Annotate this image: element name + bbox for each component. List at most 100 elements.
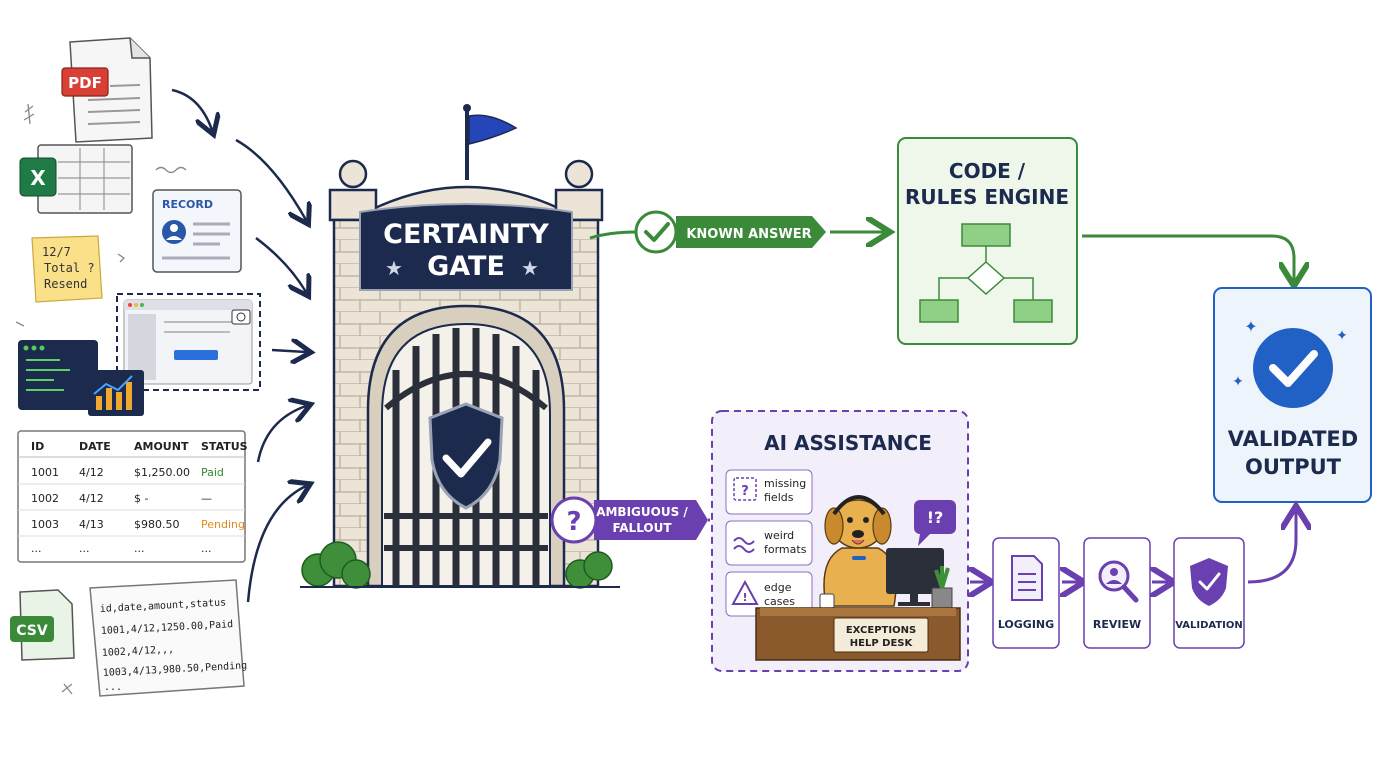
gate-sign bbox=[359, 203, 573, 291]
wave-icon bbox=[733, 537, 755, 545]
bush bbox=[301, 541, 613, 589]
step-logging: LOGGING bbox=[992, 537, 1060, 649]
inputs-column: PDF X RECORD 12/7 Total ? Resend bbox=[10, 37, 261, 697]
table-cell: ... bbox=[79, 542, 90, 555]
table-cell: 4/12 bbox=[79, 466, 104, 479]
rules-engine-title: RULES ENGINE bbox=[905, 185, 1069, 209]
question-box-icon bbox=[733, 477, 757, 501]
record-card: RECORD bbox=[152, 189, 242, 273]
gate-title: CERTAINTY bbox=[383, 219, 549, 250]
pdf-badge bbox=[61, 67, 109, 97]
screenshot-capture bbox=[116, 293, 261, 391]
step-validation: VALIDATION bbox=[1173, 537, 1245, 649]
question-icon: ? bbox=[566, 507, 581, 537]
sparkle-icon: ✦ bbox=[1232, 374, 1244, 390]
ai-item-label: cases bbox=[764, 595, 795, 608]
warning-icon bbox=[731, 579, 759, 605]
desk-sign: EXCEPTIONS bbox=[846, 625, 916, 636]
ai-item-edge-cases: ! edge cases bbox=[725, 571, 813, 617]
mug-icon bbox=[819, 593, 835, 609]
shield-check-icon bbox=[428, 402, 504, 510]
table-cell: 1001 bbox=[31, 466, 59, 479]
output-title: VALIDATED bbox=[1228, 427, 1358, 451]
spreadsheet-icon: X bbox=[19, 144, 133, 214]
record-label: RECORD bbox=[162, 198, 213, 211]
speech-bubble-text: !? bbox=[927, 508, 944, 527]
ai-item-label: formats bbox=[764, 543, 807, 556]
flag-icon bbox=[468, 114, 518, 145]
table-cell: $1,250.00 bbox=[134, 466, 190, 479]
sticky-note: 12/7 Total ? Resend bbox=[31, 235, 103, 303]
svg-text:?: ? bbox=[741, 484, 749, 499]
check-circle-icon bbox=[1253, 328, 1333, 408]
csv-file: CSV bbox=[10, 589, 75, 661]
ai-item-label: edge bbox=[764, 581, 792, 594]
rules-engine-title: CODE / bbox=[949, 159, 1026, 183]
flowchart-icon bbox=[919, 223, 1053, 323]
table-header: DATE bbox=[79, 440, 111, 453]
check-icon bbox=[644, 222, 670, 242]
table-cell: Pending bbox=[201, 518, 245, 531]
ai-assistance-box: AI ASSISTANCE ? missing fields weird for… bbox=[711, 410, 969, 672]
star-icon: ★ bbox=[521, 256, 539, 280]
data-table: ID DATE AMOUNT STATUS 1001 4/12 $1,250.0… bbox=[17, 430, 248, 563]
monitor-icon bbox=[886, 548, 944, 606]
table-cell: 4/12 bbox=[79, 492, 104, 505]
table-cell: — bbox=[201, 492, 212, 505]
table-header: AMOUNT bbox=[134, 440, 189, 453]
csv-text-sheet: id,date,amount,status 1001,4/12,1250.00,… bbox=[89, 579, 247, 697]
rules-engine-box: CODE / RULES ENGINE bbox=[897, 137, 1078, 345]
doodles bbox=[15, 103, 187, 695]
ai-item-label: weird bbox=[764, 529, 794, 542]
table-header: ID bbox=[31, 440, 44, 453]
pdf-document: PDF bbox=[61, 37, 153, 143]
validated-output-box: ✦ ✦ ✦ VALIDATED OUTPUT bbox=[1213, 287, 1372, 503]
speech-bubble: !? bbox=[914, 500, 956, 546]
table-cell: 1003 bbox=[31, 518, 59, 531]
step-label: VALIDATION bbox=[1175, 620, 1243, 631]
dog-helper-icon bbox=[823, 495, 897, 607]
table-cell: 4/13 bbox=[79, 518, 104, 531]
ai-item-label: fields bbox=[764, 491, 794, 504]
sticky-line: Resend bbox=[44, 277, 87, 291]
step-label: REVIEW bbox=[1093, 618, 1141, 631]
table-cell: 1002 bbox=[31, 492, 59, 505]
camera-icon bbox=[231, 309, 251, 325]
input-arrows bbox=[171, 88, 306, 603]
ambiguous-label: FALLOUT bbox=[612, 521, 672, 535]
pdf-label: PDF bbox=[68, 74, 102, 92]
table-cell: $980.50 bbox=[134, 518, 180, 531]
known-answer-label: KNOWN ANSWER bbox=[686, 227, 811, 242]
svg-text:X: X bbox=[30, 166, 46, 190]
gate-title: GATE bbox=[427, 251, 505, 282]
table-cell: $ - bbox=[134, 492, 148, 505]
desk-sign: HELP DESK bbox=[850, 638, 914, 649]
sticky-line: 12/7 bbox=[42, 245, 71, 259]
ai-item-weird-formats: weird formats bbox=[725, 520, 813, 566]
table-cell: ... bbox=[201, 542, 212, 555]
ambiguous-path: ? AMBIGUOUS / FALLOUT bbox=[550, 496, 708, 544]
csv-label: CSV bbox=[16, 623, 48, 639]
known-answer-tag bbox=[676, 216, 826, 248]
csv-line: 1002,4/12,,, bbox=[102, 644, 175, 659]
code-window bbox=[18, 340, 144, 416]
ambiguous-tag bbox=[594, 500, 708, 540]
ai-item-missing-fields: ? missing fields bbox=[725, 469, 813, 515]
sticky-line: Total ? bbox=[44, 261, 95, 275]
table-header: STATUS bbox=[201, 440, 248, 453]
ai-item-label: missing bbox=[764, 477, 806, 490]
sparkle-icon: ✦ bbox=[1336, 328, 1348, 344]
document-icon bbox=[1011, 555, 1043, 601]
certainty-gate: CERTAINTY GATE ★ ★ bbox=[300, 104, 620, 589]
known-answer-path: KNOWN ANSWER bbox=[589, 210, 884, 254]
output-title: OUTPUT bbox=[1245, 455, 1342, 479]
svg-text:!: ! bbox=[742, 591, 747, 604]
sparkle-icon: ✦ bbox=[1244, 317, 1257, 336]
step-review: REVIEW bbox=[1083, 537, 1151, 649]
table-cell: ... bbox=[134, 542, 145, 555]
ai-assistance-title: AI ASSISTANCE bbox=[764, 431, 932, 455]
step-label: LOGGING bbox=[998, 618, 1054, 631]
rules-to-output-arrow bbox=[1082, 234, 1294, 280]
table-cell: Paid bbox=[201, 466, 224, 479]
pipeline-arrows bbox=[970, 512, 1296, 582]
